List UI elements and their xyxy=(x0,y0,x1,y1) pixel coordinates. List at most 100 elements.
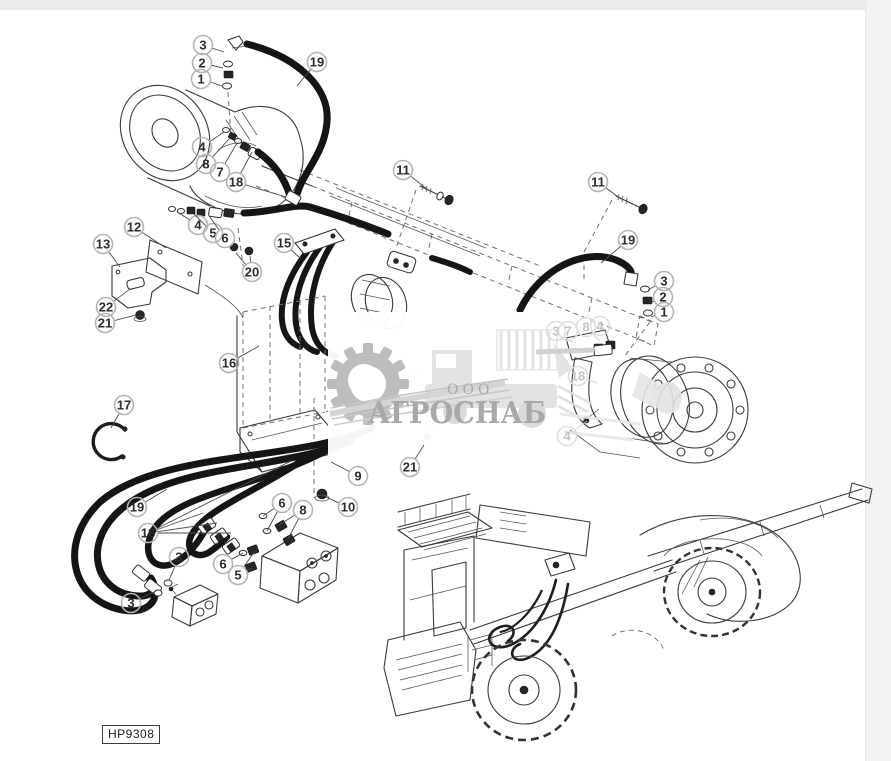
right-scroll-gutter xyxy=(865,0,891,761)
top-bar xyxy=(0,0,891,10)
svg-text:1: 1 xyxy=(197,72,204,87)
svg-text:1: 1 xyxy=(660,305,667,320)
hose-pair-18-left xyxy=(240,148,392,238)
svg-text:22: 22 xyxy=(99,300,113,315)
fitting-group-left-top xyxy=(222,35,262,161)
svg-text:8: 8 xyxy=(299,503,306,518)
valve-block xyxy=(238,512,339,604)
svg-text:8: 8 xyxy=(582,320,589,335)
nut-21-left xyxy=(133,310,147,322)
bracket-13 xyxy=(111,257,167,309)
callout-4: 4 xyxy=(589,315,611,337)
callout-2: 2 xyxy=(649,286,674,308)
callout-9: 9 xyxy=(330,461,369,487)
callout-11: 11 xyxy=(587,171,622,200)
callout-13: 13 xyxy=(92,233,121,268)
callout-1: 1 xyxy=(650,301,675,323)
svg-text:19: 19 xyxy=(310,55,324,70)
callout-7: 7 xyxy=(209,142,238,183)
figure-id-label: HP9308 xyxy=(102,725,161,744)
callout-2: 2 xyxy=(191,52,224,74)
svg-text:3: 3 xyxy=(552,324,559,339)
svg-text:4: 4 xyxy=(596,319,604,334)
svg-text:11: 11 xyxy=(396,163,410,178)
callout-3: 3 xyxy=(168,546,190,581)
svg-text:7: 7 xyxy=(564,324,571,339)
callout-3: 3 xyxy=(647,270,675,292)
svg-text:16: 16 xyxy=(222,356,236,371)
callout-8: 8 xyxy=(575,316,601,342)
callout-10: 10 xyxy=(325,496,359,518)
valve-block-small xyxy=(168,583,219,627)
svg-text:3: 3 xyxy=(127,596,134,611)
callout-20: 20 xyxy=(235,252,263,283)
callout-21: 21 xyxy=(399,444,425,478)
callout-6: 6 xyxy=(212,552,244,575)
svg-text:5: 5 xyxy=(234,568,241,583)
callout-16: 16 xyxy=(218,345,260,374)
svg-text:4: 4 xyxy=(198,140,206,155)
watermark-company-prefix: ООО xyxy=(447,382,493,398)
callout-3: 3 xyxy=(192,34,225,56)
callout-17: 17 xyxy=(110,394,135,429)
svg-text:19: 19 xyxy=(621,233,635,248)
svg-text:17: 17 xyxy=(117,398,131,413)
callout-12: 12 xyxy=(123,216,167,249)
svg-text:3: 3 xyxy=(175,550,182,565)
callout-6: 6 xyxy=(208,215,236,249)
watermark-gear xyxy=(327,343,409,425)
callout-21: 21 xyxy=(94,312,137,334)
svg-text:11: 11 xyxy=(591,175,605,190)
callout-1: 1 xyxy=(190,68,223,90)
frame-support-box-16 xyxy=(236,295,326,473)
svg-text:21: 21 xyxy=(98,316,112,331)
callout-18: 18 xyxy=(137,460,292,544)
callout-4: 4 xyxy=(191,131,225,158)
svg-text:6: 6 xyxy=(278,496,285,511)
svg-text:4: 4 xyxy=(563,429,571,444)
callout-19: 19 xyxy=(296,51,328,87)
svg-text:7: 7 xyxy=(216,165,223,180)
snap-ring-17 xyxy=(91,421,128,462)
svg-text:12: 12 xyxy=(127,220,141,235)
svg-text:21: 21 xyxy=(403,460,417,475)
callout-19: 19 xyxy=(126,488,168,518)
callout-18: 18 xyxy=(567,365,598,387)
svg-text:18: 18 xyxy=(229,175,243,190)
svg-text:20: 20 xyxy=(245,265,259,280)
watermark-swoosh xyxy=(329,378,513,426)
svg-text:9: 9 xyxy=(354,469,361,484)
watermark: ООО АГРОСНАБ xyxy=(327,312,682,456)
svg-text:6: 6 xyxy=(219,557,226,572)
svg-text:2: 2 xyxy=(659,290,666,305)
callout-19: 19 xyxy=(600,229,639,264)
svg-text:19: 19 xyxy=(130,500,144,515)
svg-text:10: 10 xyxy=(341,500,355,515)
svg-text:15: 15 xyxy=(277,236,291,251)
svg-text:6: 6 xyxy=(221,231,228,246)
bolt-11-left xyxy=(395,183,454,249)
callout-4: 4 xyxy=(556,420,588,447)
svg-text:18: 18 xyxy=(571,369,585,384)
callout-5: 5 xyxy=(227,550,256,586)
machine-overview-art xyxy=(383,482,873,742)
callout-5: 5 xyxy=(193,213,224,244)
callout-11: 11 xyxy=(392,159,429,191)
svg-text:4: 4 xyxy=(194,218,202,233)
hose-19-left xyxy=(243,40,331,202)
callout-18: 18 xyxy=(225,151,287,198)
hose-bundle-bottom xyxy=(71,424,376,615)
watermark-company-name: АГРОСНАБ xyxy=(368,396,546,431)
nut-10 xyxy=(314,488,330,502)
fitting-group-left-bottom xyxy=(168,206,235,219)
svg-text:3: 3 xyxy=(199,38,206,53)
callout-3: 3 xyxy=(120,590,157,614)
bolt-11-right xyxy=(583,193,648,280)
svg-text:2: 2 xyxy=(198,56,205,71)
callout-15: 15 xyxy=(273,232,302,260)
callout-22: 22 xyxy=(95,288,131,318)
svg-text:3: 3 xyxy=(660,274,667,289)
